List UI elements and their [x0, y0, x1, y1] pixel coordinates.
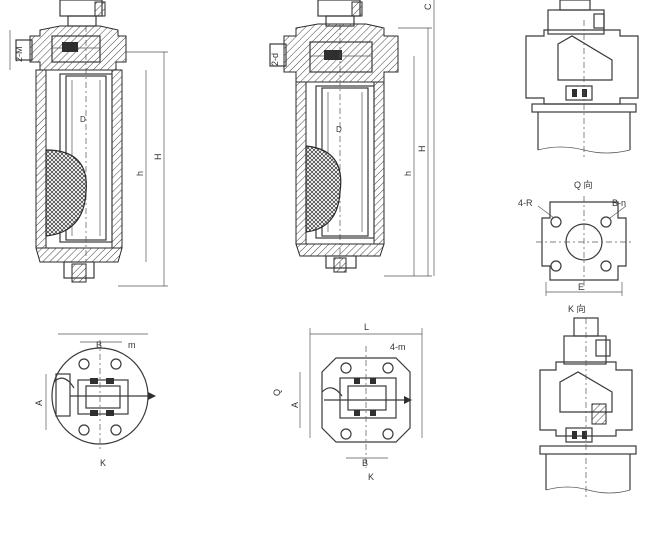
plan-view-2: L 4-m Q A B K: [272, 322, 423, 482]
side-view: [525, 0, 639, 160]
k-view-title: K 向: [568, 303, 586, 314]
section-view-2: 2-d D h H C: [269, 0, 435, 277]
p2-a-label: A: [290, 402, 300, 408]
k-view: K 向: [539, 303, 637, 500]
v2-C-label: C: [423, 3, 433, 10]
v1-H-label: H: [153, 154, 163, 161]
p2-l-label: L: [364, 322, 369, 332]
p1-k-label: K: [100, 458, 106, 468]
q-view: Q 向 4-R B-n E: [518, 179, 634, 296]
p1-a-label: A: [34, 400, 44, 406]
q-e-label: E: [578, 282, 584, 292]
p2-k-label: K: [368, 472, 374, 482]
v2-port-label: 2-d: [270, 53, 280, 66]
section-view-1: 2-M D h H: [9, 0, 168, 287]
q-bn-label: B-n: [612, 198, 626, 208]
v1-h-label: h: [135, 171, 145, 176]
p1-m-label: m: [128, 340, 136, 350]
q-4r-label: 4-R: [518, 198, 533, 208]
p2-b-label: B: [362, 458, 368, 468]
v2-h-label: h: [403, 171, 413, 176]
v1-port-label: 2-M: [14, 47, 24, 63]
v1-diameter-label: D: [80, 115, 86, 124]
p2-4m-label: 4-m: [390, 342, 406, 352]
v2-diameter-label: D: [336, 125, 342, 134]
plan-view-1: B m A K: [34, 333, 156, 468]
q-view-title: Q 向: [574, 179, 593, 190]
p1-b-label: B: [96, 340, 102, 350]
p2-q-label: Q: [272, 389, 282, 396]
v2-H-label: H: [417, 146, 427, 153]
